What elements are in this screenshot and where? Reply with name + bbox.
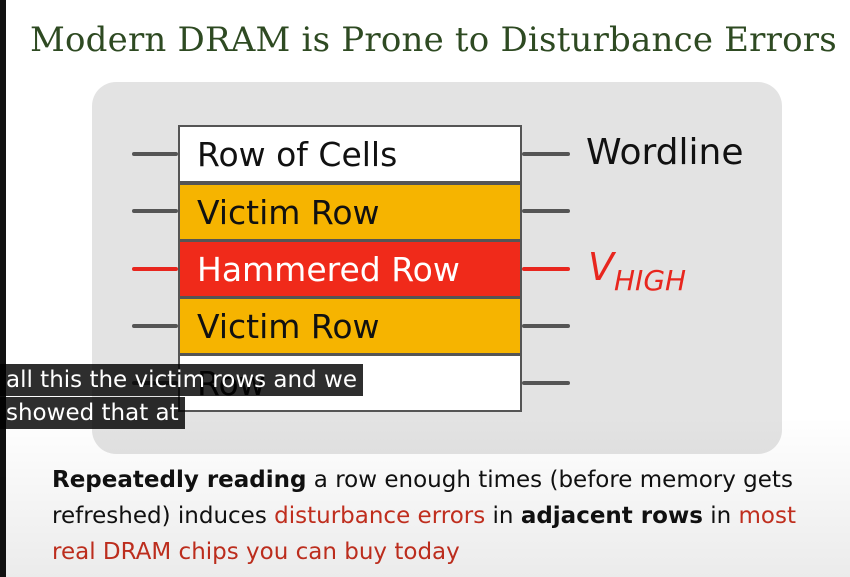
wordline-stub-right-2 xyxy=(522,209,570,213)
wordline-label: Wordline xyxy=(586,132,744,173)
wordline-stub-right-5 xyxy=(522,381,570,385)
victim-row-top: Victim Row xyxy=(178,183,522,241)
desc-bold-1: Repeatedly reading xyxy=(52,467,307,493)
desc-red-1: disturbance errors xyxy=(274,503,486,529)
vhigh-base: V xyxy=(588,245,614,289)
description-text: Repeatedly reading a row enough times (b… xyxy=(52,462,842,570)
hammered-row: Hammered Row xyxy=(178,240,522,298)
desc-text-2: in xyxy=(485,503,521,529)
wordline-stub-right-3 xyxy=(522,267,570,271)
slide-title: Modern DRAM is Prone to Disturbance Erro… xyxy=(30,20,837,60)
left-edge-bar xyxy=(0,0,6,577)
desc-text-1: a row enough times (before memory gets r… xyxy=(52,467,793,529)
desc-red-2: most real DRAM chips you can buy today xyxy=(52,503,796,565)
row-label: Victim Row xyxy=(197,306,380,346)
wordline-stub-left-2 xyxy=(132,209,178,213)
vhigh-label: VHIGH xyxy=(588,245,686,297)
wordline-stub-left-4 xyxy=(132,324,178,328)
subtitle-line-2: showed that at xyxy=(0,397,185,429)
row-label: Row of Cells xyxy=(197,134,398,174)
row-label: Hammered Row xyxy=(197,249,460,289)
wordline-stub-right-4 xyxy=(522,324,570,328)
wordline-stub-left-3 xyxy=(132,267,178,271)
wordline-stub-left-1 xyxy=(132,152,178,156)
victim-row-bottom: Victim Row xyxy=(178,297,522,355)
row-label: Victim Row xyxy=(197,192,380,232)
desc-bold-2: adjacent rows xyxy=(520,503,703,529)
vhigh-subscript: HIGH xyxy=(614,264,687,297)
wordline-stub-right-1 xyxy=(522,152,570,156)
desc-text-3: in xyxy=(702,503,739,529)
row-of-cells: Row of Cells xyxy=(178,125,522,183)
subtitle-line-1: all this the victim rows and we xyxy=(0,364,363,396)
